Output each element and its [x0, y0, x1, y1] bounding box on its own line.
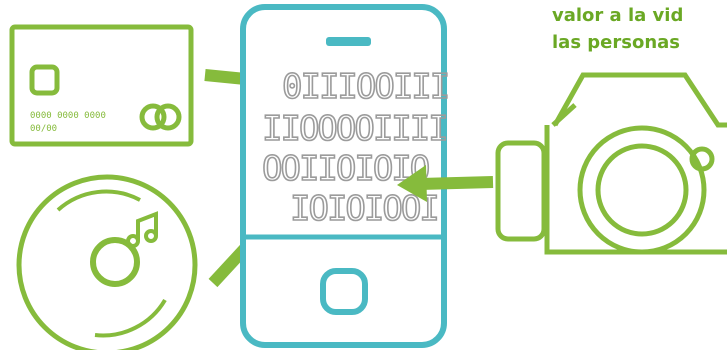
smartphone-icon [240, 4, 447, 348]
phone-screen: 0IIIOOIII IIOOOOIIII OOIIOIOIO IOIOIOOI [261, 66, 451, 230]
headline-line-1: valor a la vid [552, 5, 684, 26]
credit-card-icon: 0000 0000 0000 00/00 [9, 24, 194, 147]
arrow-left-icon [397, 165, 494, 202]
headline-line-2: las personas [552, 32, 681, 53]
binary-row: 0IIIOOIII [282, 67, 448, 107]
camera-icon [495, 72, 727, 255]
music-disc-icon [16, 174, 198, 350]
card-expiry-text: 00/00 [30, 124, 57, 134]
card-number-text: 0000 0000 0000 [30, 111, 106, 121]
headline: valor a la vid las personas [552, 2, 683, 56]
binary-row: IIOOOOIIII [262, 109, 447, 149]
